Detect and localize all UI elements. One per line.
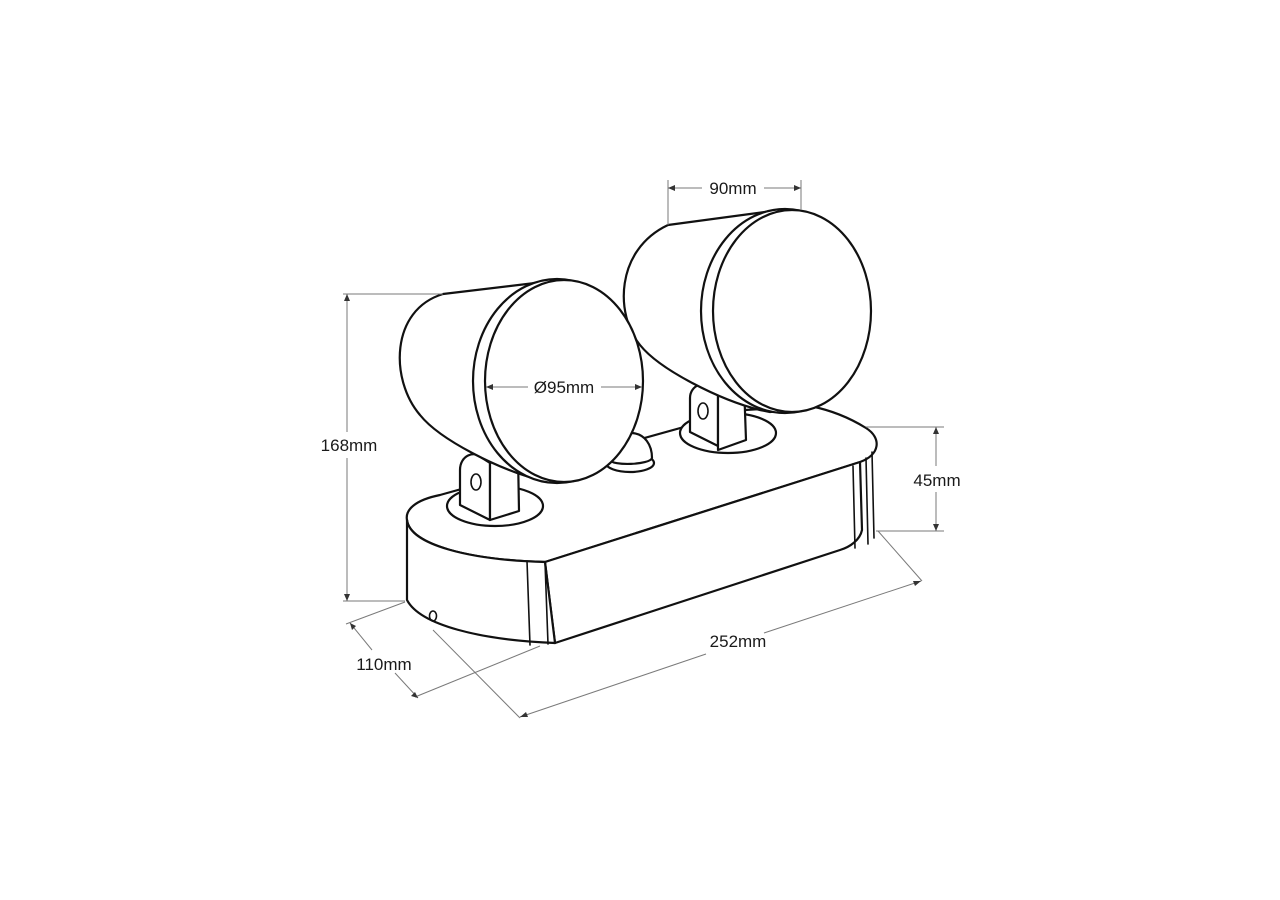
- dimension-label-head-depth: 90mm: [709, 179, 756, 198]
- dimension-head-depth: 90mm: [667, 176, 802, 225]
- dimension-head-diameter: Ø95mm: [486, 378, 642, 397]
- indicator-hole: [428, 610, 438, 622]
- dimension-label-base-length: 252mm: [710, 632, 767, 651]
- dimension-base-width: 110mm: [345, 601, 541, 699]
- spotlight-head-right: [622, 207, 873, 415]
- dimension-label-base-width: 110mm: [356, 655, 411, 674]
- spotlight-head-left: [398, 277, 645, 485]
- dimension-label-overall-height: 168mm: [321, 436, 378, 455]
- dimension-overall-height: 168mm: [321, 293, 443, 602]
- dimension-base-length: 252mm: [432, 530, 923, 719]
- dimension-base-height: 45mm: [866, 426, 961, 532]
- dimension-label-head-diameter: Ø95mm: [534, 378, 594, 397]
- dimension-label-base-height: 45mm: [913, 471, 960, 490]
